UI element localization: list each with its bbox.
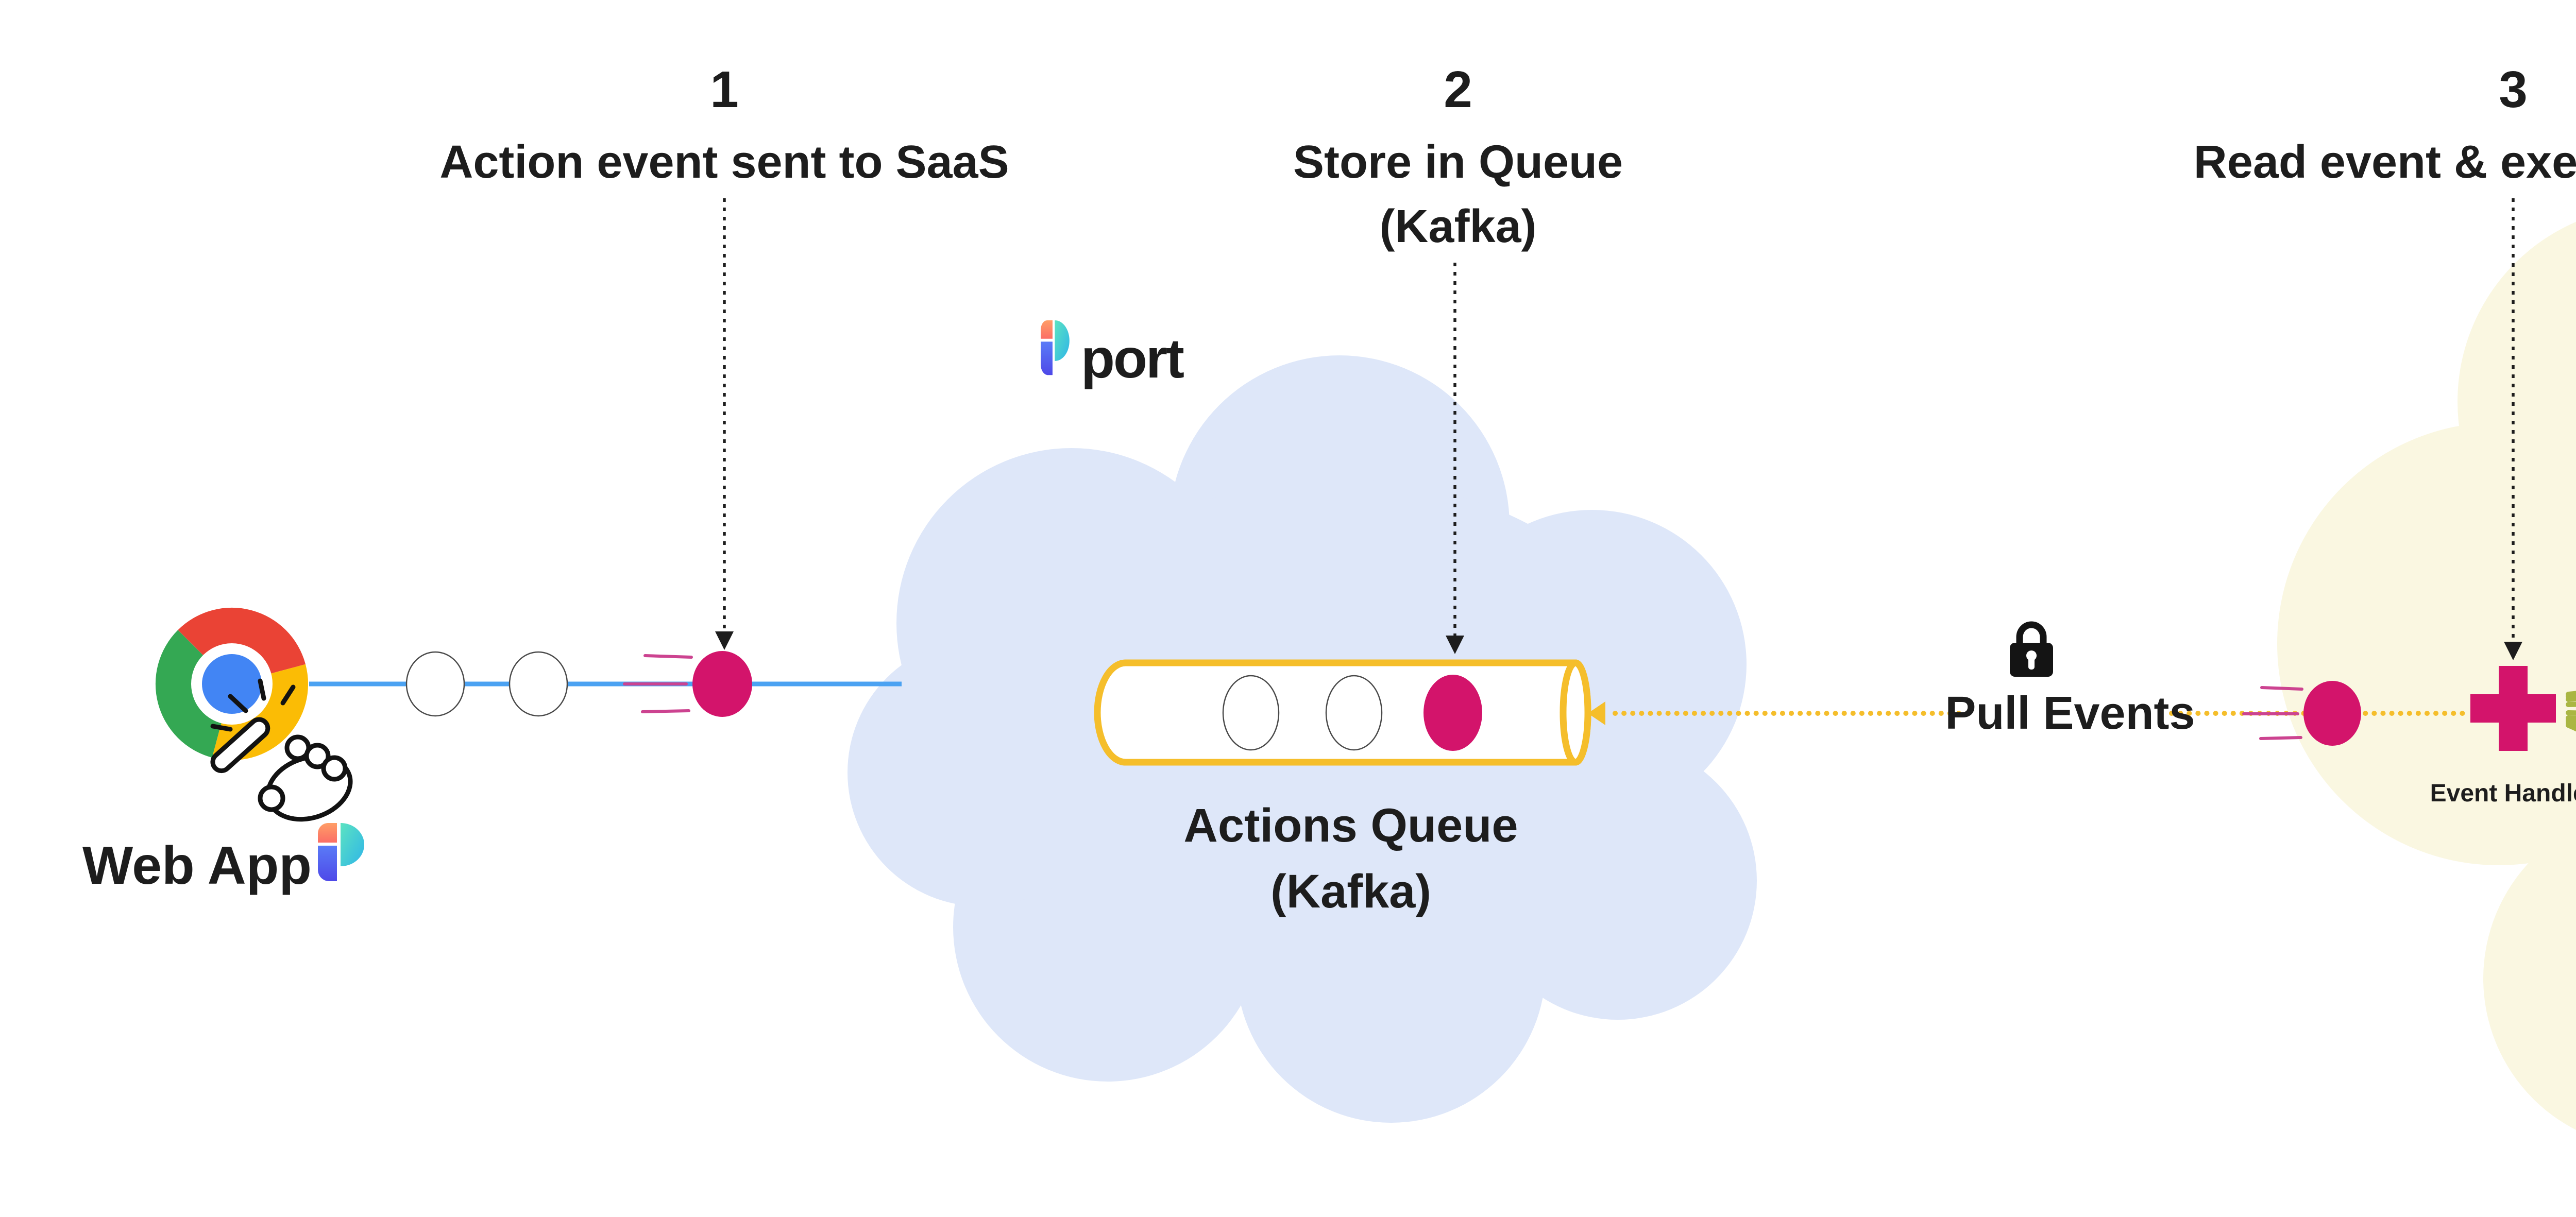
step-2-arrowhead — [1446, 636, 1464, 654]
step-1-label: Action event sent to SaaS — [439, 136, 1009, 188]
port-logo-mini-icon — [318, 823, 364, 881]
queue-title: Actions Queue — [1183, 799, 1518, 852]
event-handler-label: Event Handler — [2430, 780, 2576, 807]
port-wordmark: port — [1081, 327, 1184, 389]
pulled-event-dot-pink — [2303, 681, 2361, 746]
step-3: 3 Read event & execute runner — [2194, 61, 2576, 660]
step-1-number: 1 — [710, 61, 739, 118]
kafka-queue-cylinder — [1094, 659, 1591, 766]
queued-event-circles — [405, 651, 568, 717]
port-logo: port — [1041, 320, 1185, 389]
pull-events-label: Pull Events — [1945, 688, 2195, 739]
queue-slot-empty — [1222, 675, 1280, 751]
runners-cloud-yellow — [2277, 221, 2576, 1130]
step-1-arrowhead — [715, 631, 734, 650]
step-3-label: Read event & execute runner — [2194, 136, 2576, 188]
click-hand-icon — [210, 678, 353, 822]
event-dot-pink — [692, 651, 752, 717]
step-2-number: 2 — [1444, 61, 1472, 118]
lock-icon — [2010, 621, 2053, 677]
web-app-label: Web App — [82, 836, 312, 896]
queue-slot-empty — [1325, 675, 1383, 751]
step-2-label: Store in Queue — [1293, 136, 1623, 188]
pulled-event-speed-lines — [2242, 686, 2303, 740]
step-2-sublabel: (Kafka) — [1379, 201, 1536, 252]
event-dot-speed-lines — [623, 654, 693, 713]
event-handler-plus-icon — [2470, 666, 2556, 751]
step-2: 2 Store in Queue (Kafka) — [1293, 61, 1623, 654]
chrome-icon — [155, 607, 309, 761]
step-1: 1 Action event sent to SaaS — [439, 61, 1009, 650]
step-3-number: 3 — [2499, 61, 2528, 118]
step-3-arrowhead — [2504, 642, 2522, 660]
pull-events-arrowhead — [1588, 701, 1605, 725]
queue-slot-event-pink — [1423, 675, 1482, 751]
queue-subtitle: (Kafka) — [1270, 865, 1431, 918]
